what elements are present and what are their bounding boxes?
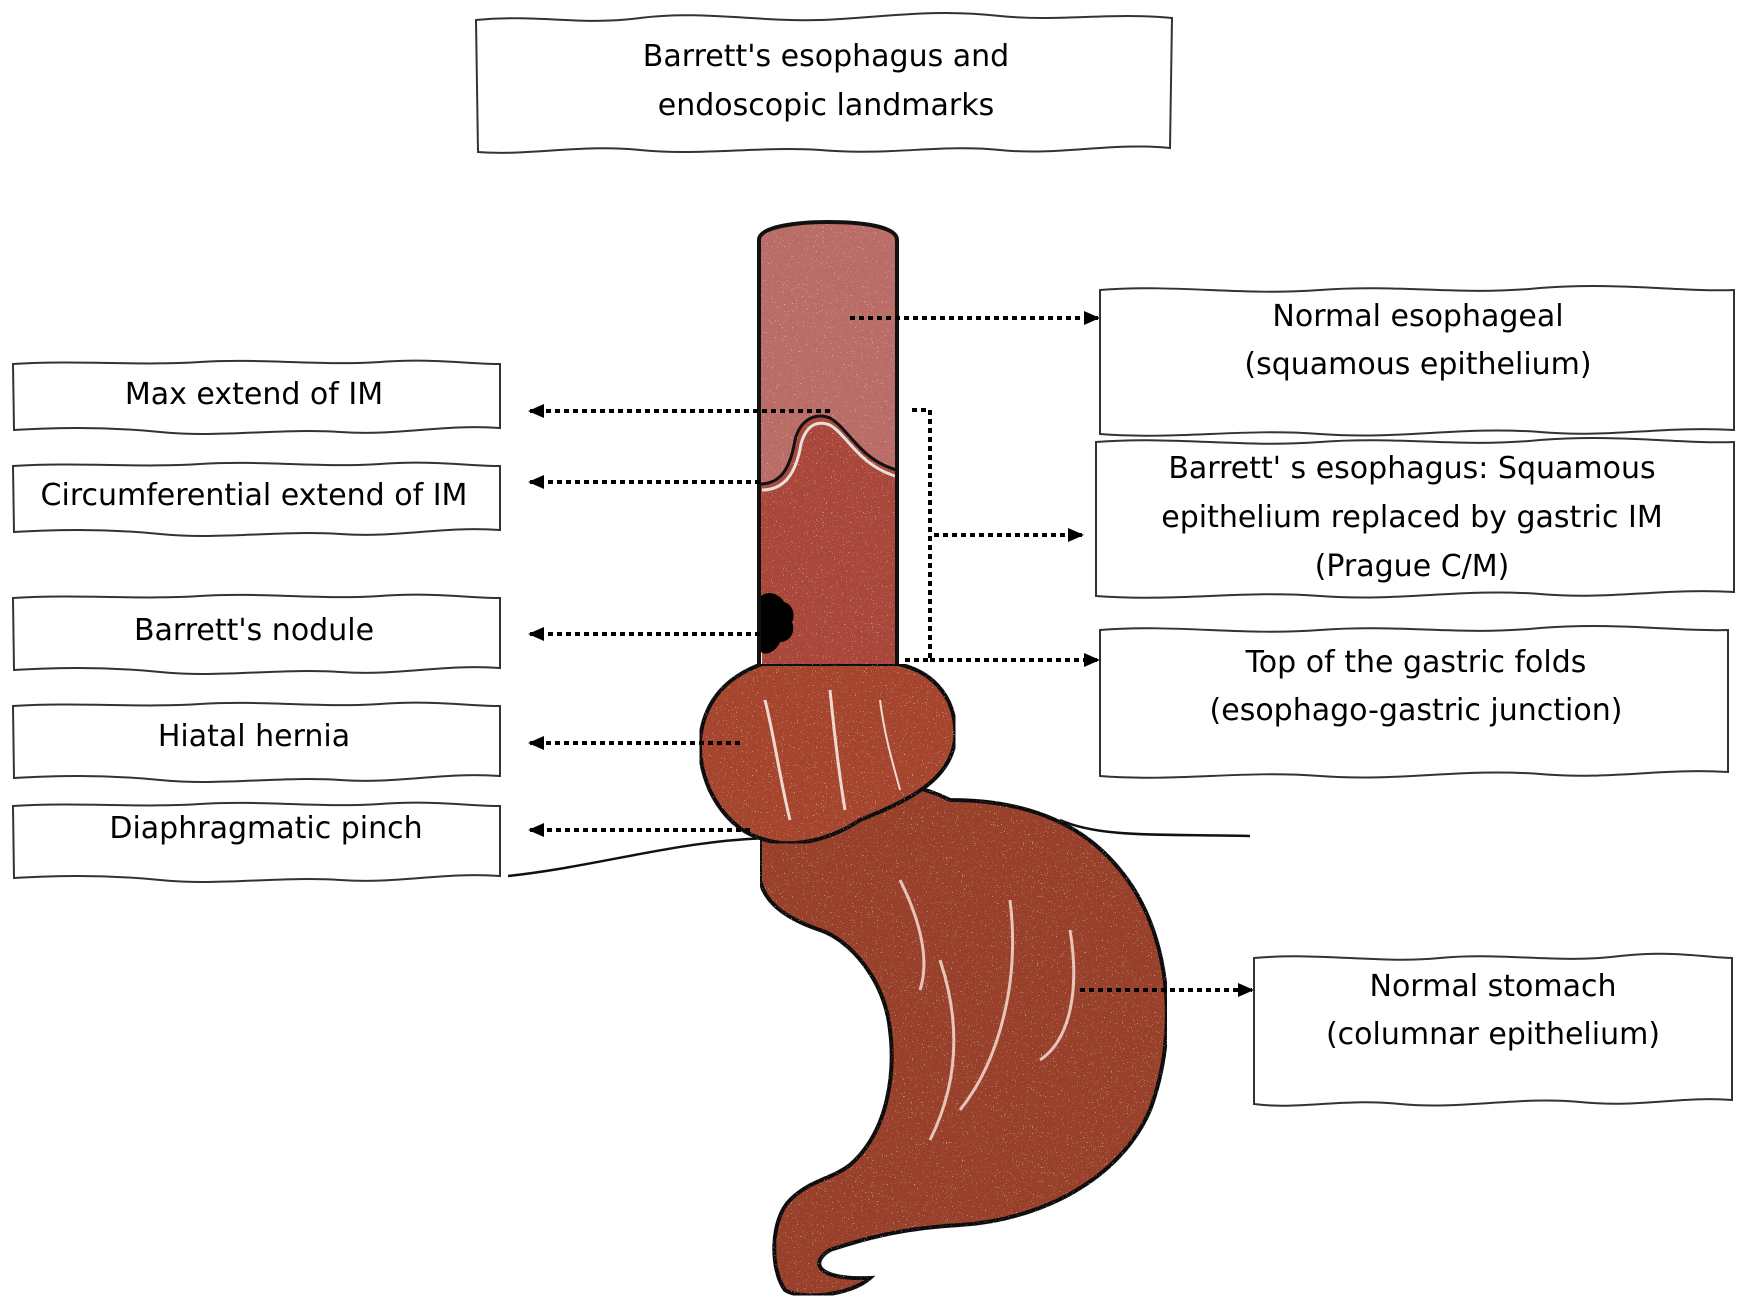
label-text: Normal stomach: [1370, 969, 1617, 1004]
label-box-frame: [11, 461, 501, 537]
label-text: Circumferential extend of IM: [41, 478, 468, 513]
label-text: Max extend of IM: [125, 377, 383, 412]
label-text: (esophago-gastric junction): [1210, 693, 1623, 728]
label-text: (columnar epithelium): [1326, 1017, 1660, 1052]
label-hiatal-hernia: Hiatal hernia: [11, 701, 501, 783]
esophagus: [759, 222, 897, 664]
label-normal-esophageal: Normal esophageal (squamous epithelium): [1099, 285, 1735, 437]
barretts-nodule-shape: [761, 593, 794, 654]
label-text: Normal esophageal: [1272, 299, 1563, 334]
stomach-body: [758, 782, 1169, 1298]
label-box-frame: [11, 801, 501, 883]
label-box-frame: [1099, 285, 1735, 437]
title-line-1: Barrett's esophagus and: [643, 39, 1009, 74]
label-text: Hiatal hernia: [158, 719, 350, 754]
gastric-fold: [958, 899, 1015, 1111]
label-box-frame: [11, 359, 501, 435]
hernia-bulb: [697, 662, 958, 846]
label-barretts-esophagus: Barrett' s esophagus: Squamous epitheliu…: [1095, 437, 1735, 599]
squamous-segment: [759, 222, 897, 484]
label-box-frame: [1099, 625, 1729, 779]
gastric-fold: [1039, 929, 1076, 1062]
label-circumferential-extent: Circumferential extend of IM: [11, 461, 501, 537]
label-normal-stomach: Normal stomach (columnar epithelium): [1253, 952, 1733, 1107]
label-text: epithelium replaced by gastric IM: [1161, 500, 1663, 535]
label-barretts-nodule: Barrett's nodule: [11, 593, 501, 675]
label-text: Barrett' s esophagus: Squamous: [1168, 451, 1655, 486]
label-box-frame: [11, 701, 501, 783]
diaphragm-line-right: [1059, 818, 1251, 838]
diaphragm-line-left: [507, 836, 771, 878]
gastric-fold: [898, 879, 926, 991]
label-box-frame: [1253, 952, 1733, 1107]
barrett-segment: [759, 416, 895, 664]
bracket-barretts-segment: [902, 408, 932, 662]
label-max-extent: Max extend of IM: [11, 359, 501, 435]
label-text: (squamous epithelium): [1244, 347, 1591, 382]
esophagus-outline: [757, 219, 899, 664]
label-text: Barrett's nodule: [134, 613, 374, 648]
gastric-fold: [828, 689, 847, 811]
label-text: Diaphragmatic pinch: [109, 811, 422, 846]
hiatal-hernia: [697, 662, 958, 846]
leader-arrows: [528, 311, 1254, 997]
label-gastric-folds: Top of the gastric folds (esophago-gastr…: [1099, 625, 1729, 779]
title-line-2: endoscopic landmarks: [658, 88, 994, 123]
title-box: Barrett's esophagus and endoscopic landm…: [474, 11, 1174, 154]
gastric-fold: [928, 959, 956, 1141]
label-box-frame: [1095, 437, 1735, 599]
label-text: Top of the gastric folds: [1245, 645, 1587, 680]
stomach: [758, 782, 1169, 1298]
gastric-fold: [879, 699, 901, 791]
gastric-fold: [763, 699, 792, 821]
title-box-frame: [474, 11, 1174, 154]
z-line: [758, 414, 898, 486]
label-box-frame: [11, 593, 501, 675]
label-text: (Prague C/M): [1315, 549, 1510, 584]
label-diaphragmatic-pinch: Diaphragmatic pinch: [11, 801, 501, 883]
z-line-highlight: [761, 421, 896, 492]
